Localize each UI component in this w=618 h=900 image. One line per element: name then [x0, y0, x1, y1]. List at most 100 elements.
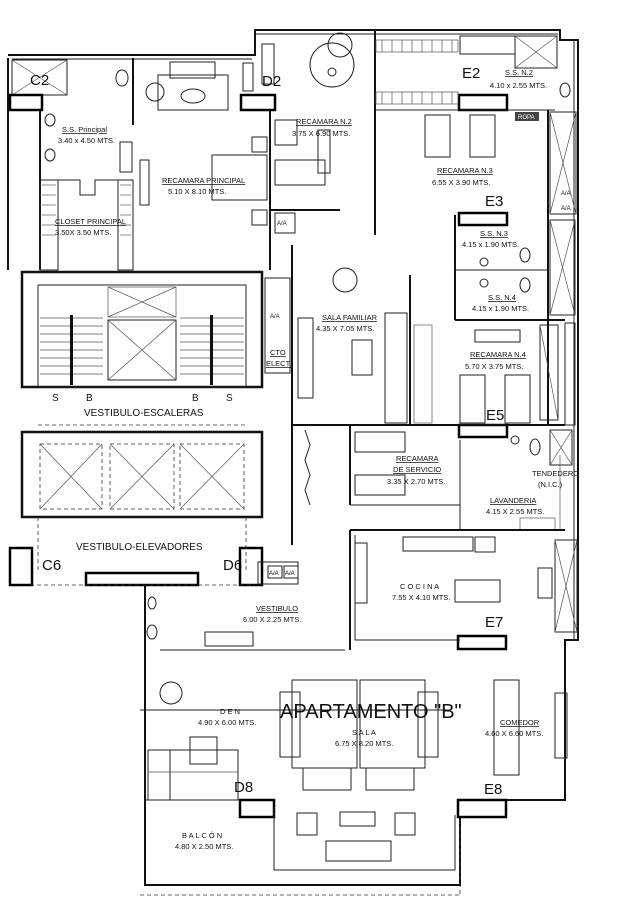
sofa-icon	[384, 312, 408, 424]
rug-icon	[291, 679, 358, 769]
room-name: RECAMARA PRINCIPAL	[162, 176, 245, 185]
room-dims: 4.15 X 2.55 MTS.	[486, 507, 544, 516]
sofa-icon	[325, 840, 392, 862]
bed-icon	[469, 114, 496, 158]
sofa-icon	[169, 61, 216, 79]
bed-icon	[211, 154, 268, 201]
room-name: LAVANDERIA	[490, 496, 536, 505]
room-dims: 4.90 X 6.00 MTS.	[198, 718, 256, 727]
social-area	[140, 679, 568, 896]
ac-label: A/A	[561, 206, 571, 212]
room-dims: 3.50X 3.50 MTS.	[55, 228, 111, 237]
room-dims: 4.80 X 2.50 MTS.	[175, 842, 233, 851]
room-name: TENDEDERO	[532, 469, 579, 478]
hanging-rods	[42, 184, 131, 236]
sink-icon	[510, 435, 520, 445]
dining-table-icon	[493, 679, 520, 776]
round-table-icon	[309, 42, 355, 88]
ac-label: A/A	[285, 571, 295, 577]
stair-core	[20, 270, 264, 587]
room-name: C O C I N A	[400, 582, 439, 591]
room-note: (N.I.C.)	[538, 480, 563, 489]
rug-icon	[359, 679, 426, 769]
sectional-sofa-icon	[147, 749, 239, 801]
stair-mark: S	[226, 393, 233, 404]
column-tag: C2	[30, 72, 49, 89]
room-name: RECAMARA N.4	[470, 350, 526, 359]
wardrobe-hatch	[381, 40, 453, 104]
bed-icon	[504, 374, 531, 424]
room-name: S.S. N.3	[480, 229, 508, 238]
column-tag: E5	[486, 407, 504, 424]
round-table-icon	[332, 267, 358, 293]
room-name: D E N	[220, 707, 240, 716]
sofa-icon	[279, 691, 301, 758]
column-tag: E7	[485, 614, 503, 631]
room-dims: 3.35 X 2.70 MTS.	[387, 477, 445, 486]
sink-icon	[44, 113, 56, 127]
room-name: RECAMARA N.3	[437, 166, 493, 175]
room-name: S A L A	[352, 728, 376, 737]
wardrobe-label: ROPA	[518, 115, 535, 121]
toilet-icon	[146, 624, 158, 640]
room-dims: 4.15 x 1.90 MTS.	[472, 304, 529, 313]
ac-label: A/A	[277, 221, 287, 227]
stair-mark: S	[52, 393, 59, 404]
ac-label: A/A	[270, 314, 280, 320]
room-name: VESTIBULO	[256, 604, 298, 613]
structural-columns	[8, 93, 509, 819]
armchair-icon	[145, 82, 165, 102]
bed-icon	[354, 474, 406, 496]
sofa-icon	[365, 767, 415, 791]
sink-icon	[479, 257, 489, 267]
room-dims: 6.00 X 2.25 MTS.	[243, 615, 301, 624]
column-tag: D6	[223, 557, 242, 574]
bedrooms-north: ROPA	[261, 30, 577, 425]
service-area	[144, 529, 578, 651]
ac-label: A/A	[269, 571, 279, 577]
kitchen-island	[454, 579, 501, 603]
sink-icon	[44, 148, 56, 162]
apartment-title: APARTAMENTO "B"	[280, 701, 462, 723]
sink-icon	[147, 596, 157, 610]
room-name: ELECT.	[266, 359, 291, 368]
toilet-icon	[559, 82, 571, 98]
room-dims: 6.55 X 3.90 MTS.	[432, 178, 490, 187]
bed-icon	[424, 114, 451, 158]
room-dims: 7.55 X 4.10 MTS.	[392, 593, 450, 602]
toilet-icon	[529, 438, 541, 456]
room-dims: 6.75 X 8.20 MTS.	[335, 739, 393, 748]
ac-label: A/A	[561, 191, 571, 197]
room-dims: 4.35 X 7.05 MTS.	[316, 324, 374, 333]
column-tag: E8	[484, 781, 502, 798]
round-table-icon	[159, 681, 183, 705]
column-tag: E2	[462, 65, 480, 82]
column-tag: C6	[42, 557, 61, 574]
room-dims: 5.10 X 8.10 MTS.	[168, 187, 226, 196]
sofa-icon	[302, 767, 352, 791]
bed-icon	[274, 119, 298, 146]
room-name: B A L C Ó N	[182, 831, 222, 840]
room-dims: 3.75 X 6.90 MTS.	[292, 129, 350, 138]
room-name: RECAMARA N.2	[296, 117, 352, 126]
toilet-icon	[519, 247, 531, 263]
room-name: S.S. N.4	[488, 293, 516, 302]
room-dims: 3.40 x 4.50 MTS.	[58, 136, 115, 145]
wardrobe-tag: ROPA	[515, 112, 539, 121]
room-name: RECAMARA	[396, 454, 439, 463]
room-dims: 4.15 x 1.90 MTS.	[462, 240, 519, 249]
bed-icon	[354, 431, 406, 453]
column-tag: D2	[262, 73, 281, 90]
room-labels: C2 D2 E2 E3 E5 C6 D6 E7 D8 E8 S.S. Princ…	[30, 65, 579, 851]
stair-mark: B	[86, 393, 93, 404]
master-suite	[11, 58, 271, 271]
room-name: CLOSET PRINCIPAL	[55, 217, 126, 226]
room-name: SALA FAMILIAR	[322, 313, 378, 322]
toilet-icon	[115, 69, 129, 87]
room-name: S.S. N.2	[505, 68, 533, 77]
sink-icon	[479, 278, 489, 288]
column-tag: E3	[485, 193, 503, 210]
sink-icon	[537, 567, 553, 599]
room-dims: 5.70 X 3.75 MTS.	[465, 362, 523, 371]
